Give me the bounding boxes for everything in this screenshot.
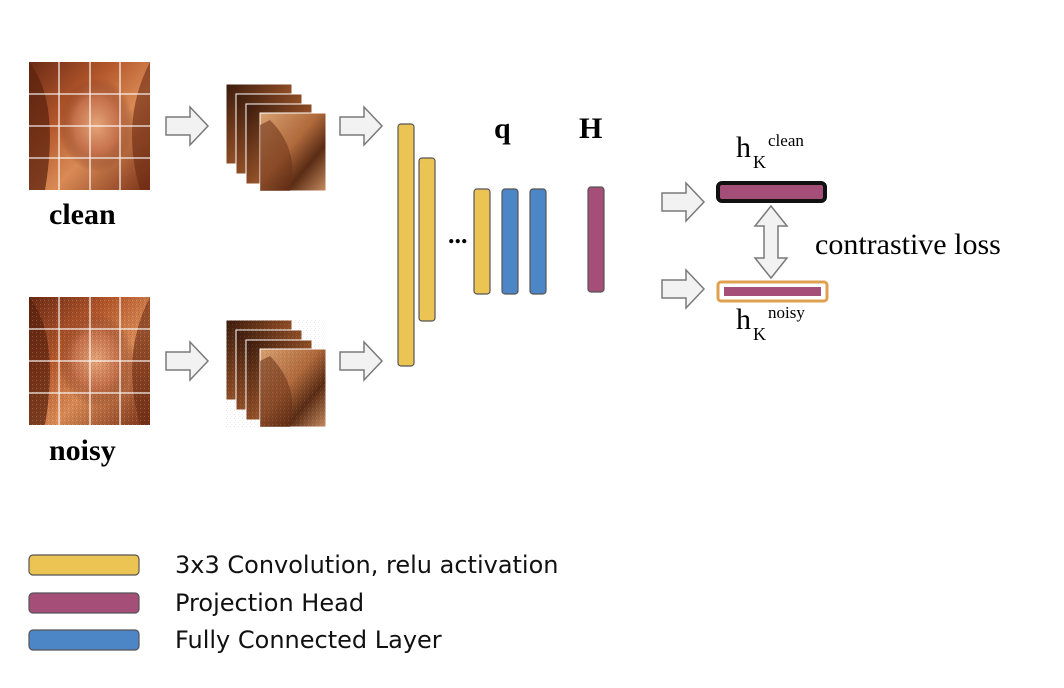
- clean-patch-stack: [225, 83, 327, 192]
- q-label: q: [494, 112, 511, 145]
- legend-label-fc: Fully Connected Layer: [175, 626, 442, 654]
- h-layer-label: H: [579, 112, 603, 145]
- arrow-right-icon: [339, 340, 384, 382]
- noisy-label: noisy: [49, 434, 116, 467]
- noisy-image: [29, 297, 150, 425]
- clean-image: [29, 62, 150, 190]
- h-noisy-superscript: noisy: [768, 303, 805, 322]
- arrow-right-icon: [661, 181, 706, 223]
- conv-block: [397, 123, 415, 367]
- fc-block: [501, 188, 519, 295]
- arrow-right-icon: [661, 268, 706, 310]
- legend-label-conv: 3x3 Convolution, relu activation: [175, 551, 559, 579]
- conv-block: [418, 157, 436, 322]
- h-noisy-main: h: [736, 303, 751, 336]
- clean-embedding-bar: [716, 181, 827, 203]
- legend-swatch-projection: [28, 592, 140, 614]
- h-noisy-subscript: K: [753, 324, 766, 344]
- arrow-right-icon: [339, 105, 384, 147]
- legend-swatch-conv: [28, 554, 140, 576]
- h-clean-main: h: [736, 131, 751, 164]
- clean-label: clean: [49, 198, 116, 231]
- legend-swatch-fc: [28, 629, 140, 651]
- legend-label-projection: Projection Head: [175, 589, 365, 617]
- arrow-right-icon: [165, 105, 210, 147]
- arrow-right-icon: [165, 340, 210, 382]
- noisy-embedding-bar: [716, 280, 829, 303]
- conv-block: [473, 188, 491, 295]
- fc-block: [529, 188, 547, 295]
- h-noisy-label: h K noisy: [736, 303, 805, 344]
- double-arrow-icon: [753, 204, 789, 280]
- h-clean-superscript: clean: [768, 131, 804, 150]
- contrastive-loss-label: contrastive loss: [815, 228, 1001, 261]
- h-clean-subscript: K: [753, 152, 766, 172]
- ellipsis: ...: [448, 220, 468, 249]
- projection-block: [587, 186, 605, 293]
- noisy-patch-stack: [225, 319, 327, 428]
- h-clean-label: h K clean: [736, 131, 804, 172]
